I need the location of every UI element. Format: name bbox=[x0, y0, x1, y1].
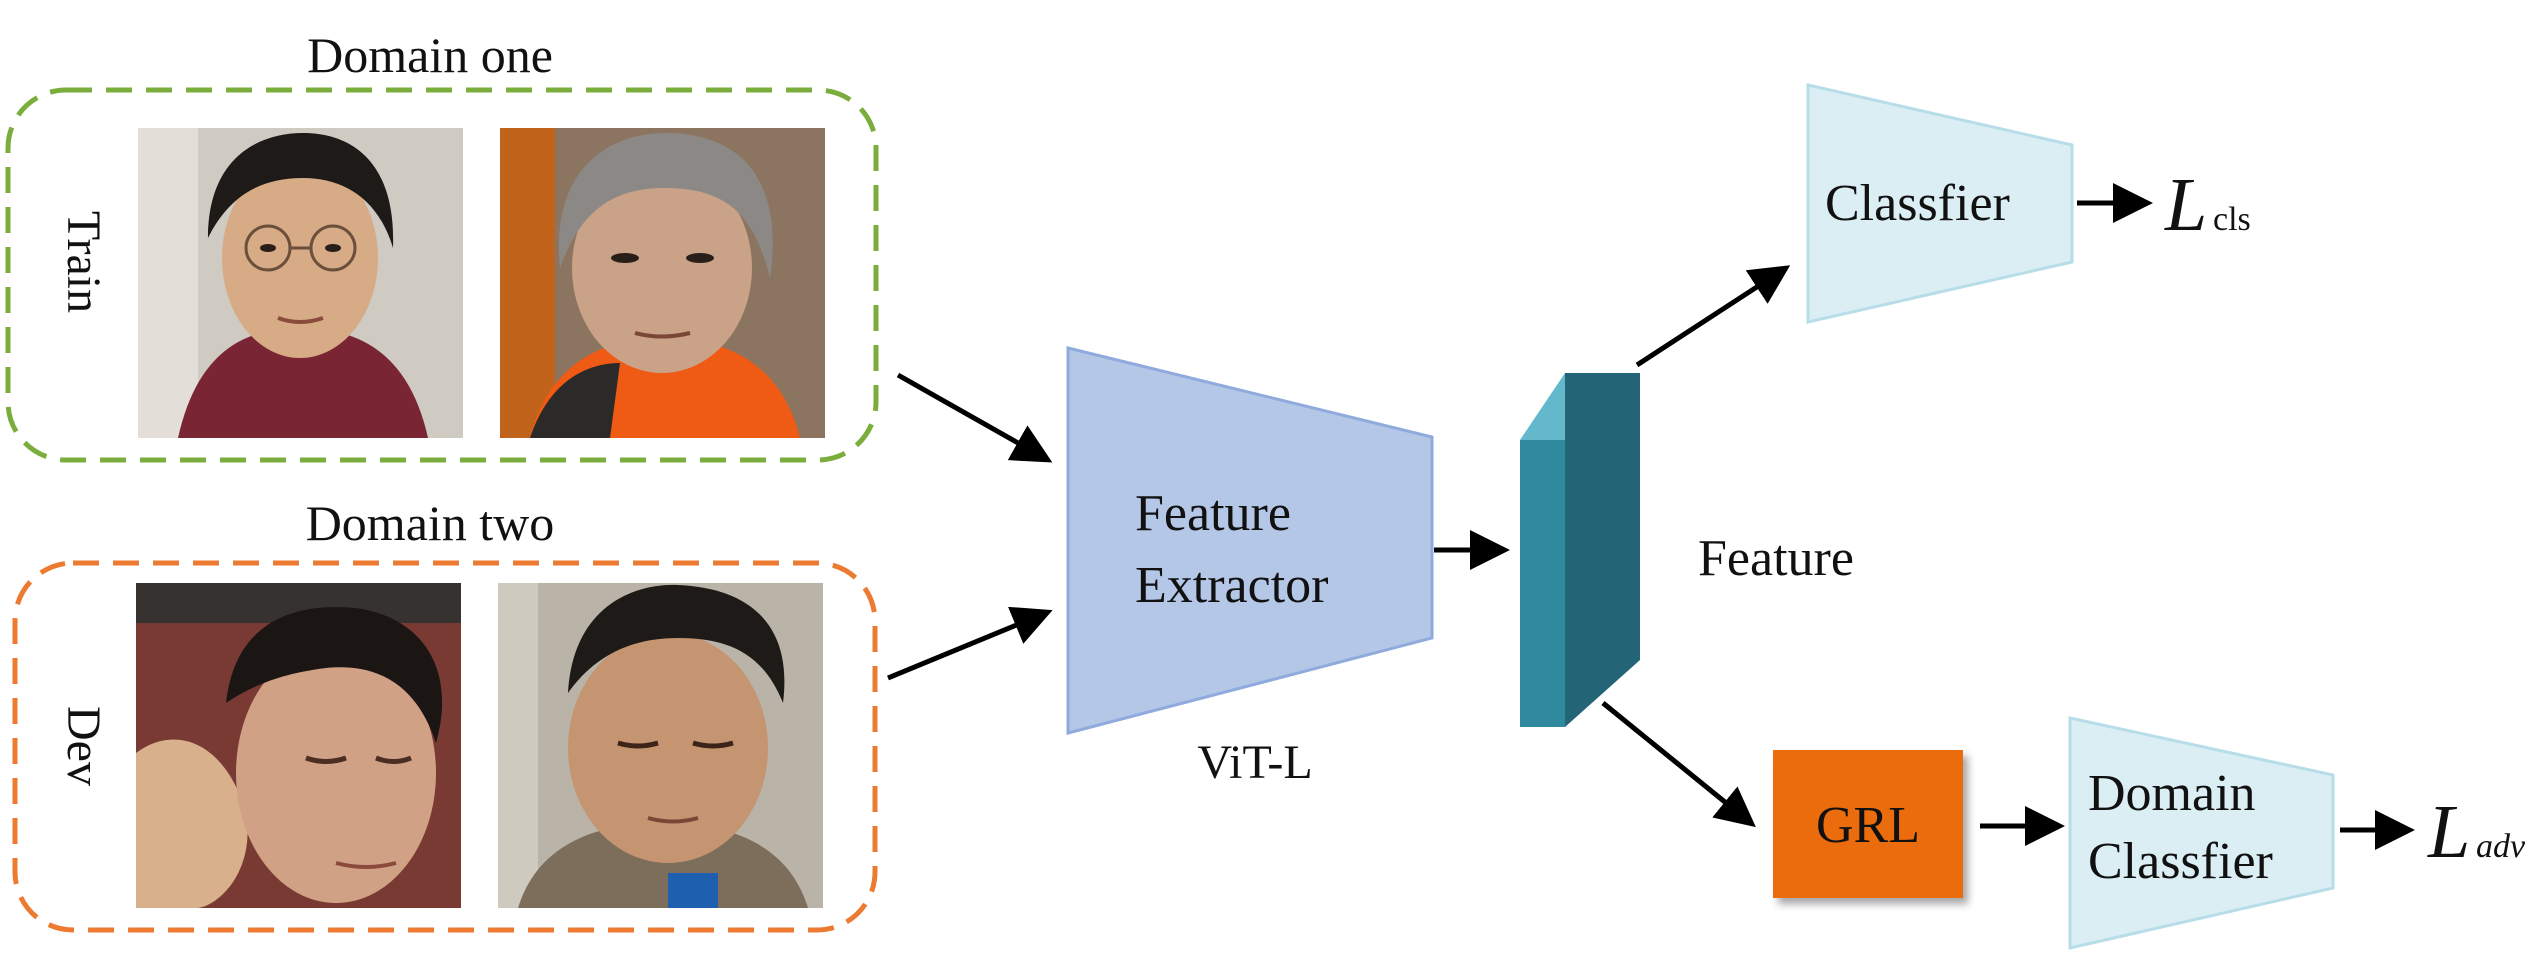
dev-label: Dev bbox=[57, 706, 110, 786]
loss-cls-main: L bbox=[2164, 163, 2207, 247]
arrow-domain-two-to-extractor bbox=[887, 606, 1053, 681]
arrow-feature-to-classifier bbox=[1635, 265, 1791, 368]
arrow-domain-one-to-extractor bbox=[896, 372, 1053, 463]
train-label: Train bbox=[57, 211, 110, 313]
domain-classifier-line2: Classfier bbox=[2088, 833, 2273, 890]
domain-one-frame bbox=[5, 87, 879, 463]
grl-block bbox=[1773, 750, 1963, 898]
feature-extractor-block bbox=[1066, 346, 1434, 735]
face-woman-looking-down bbox=[498, 583, 823, 908]
classifier-label: Classfier bbox=[1825, 175, 2010, 232]
domain-classifier-block bbox=[2068, 716, 2335, 950]
feature-block-side bbox=[1565, 373, 1640, 727]
feature-label: Feature bbox=[1698, 530, 1854, 587]
face-man-looking-down bbox=[136, 583, 461, 908]
face-woman-glasses bbox=[136, 126, 465, 440]
loss-cls-sub: cls bbox=[2213, 201, 2251, 238]
domain-classifier-line1: Domain bbox=[2088, 765, 2256, 822]
loss-adv-sub: adv bbox=[2476, 828, 2526, 865]
feature-block-front bbox=[1520, 440, 1565, 727]
feature-extractor-line1: Feature bbox=[1135, 485, 1291, 542]
domain-one-title: Domain one bbox=[307, 27, 553, 83]
feature-extractor-line2: Extractor bbox=[1135, 557, 1328, 614]
domain-two-title: Domain two bbox=[306, 495, 555, 551]
domain-two-frame bbox=[12, 560, 878, 933]
arrow-feature-to-grl bbox=[1601, 701, 1756, 828]
grl-label: GRL bbox=[1816, 797, 1920, 854]
face-older-woman-orange-scarf bbox=[498, 126, 827, 440]
loss-adv-main: L bbox=[2427, 790, 2470, 874]
classifier-block bbox=[1806, 83, 2074, 324]
vit-l-caption: ViT-L bbox=[1197, 736, 1312, 789]
